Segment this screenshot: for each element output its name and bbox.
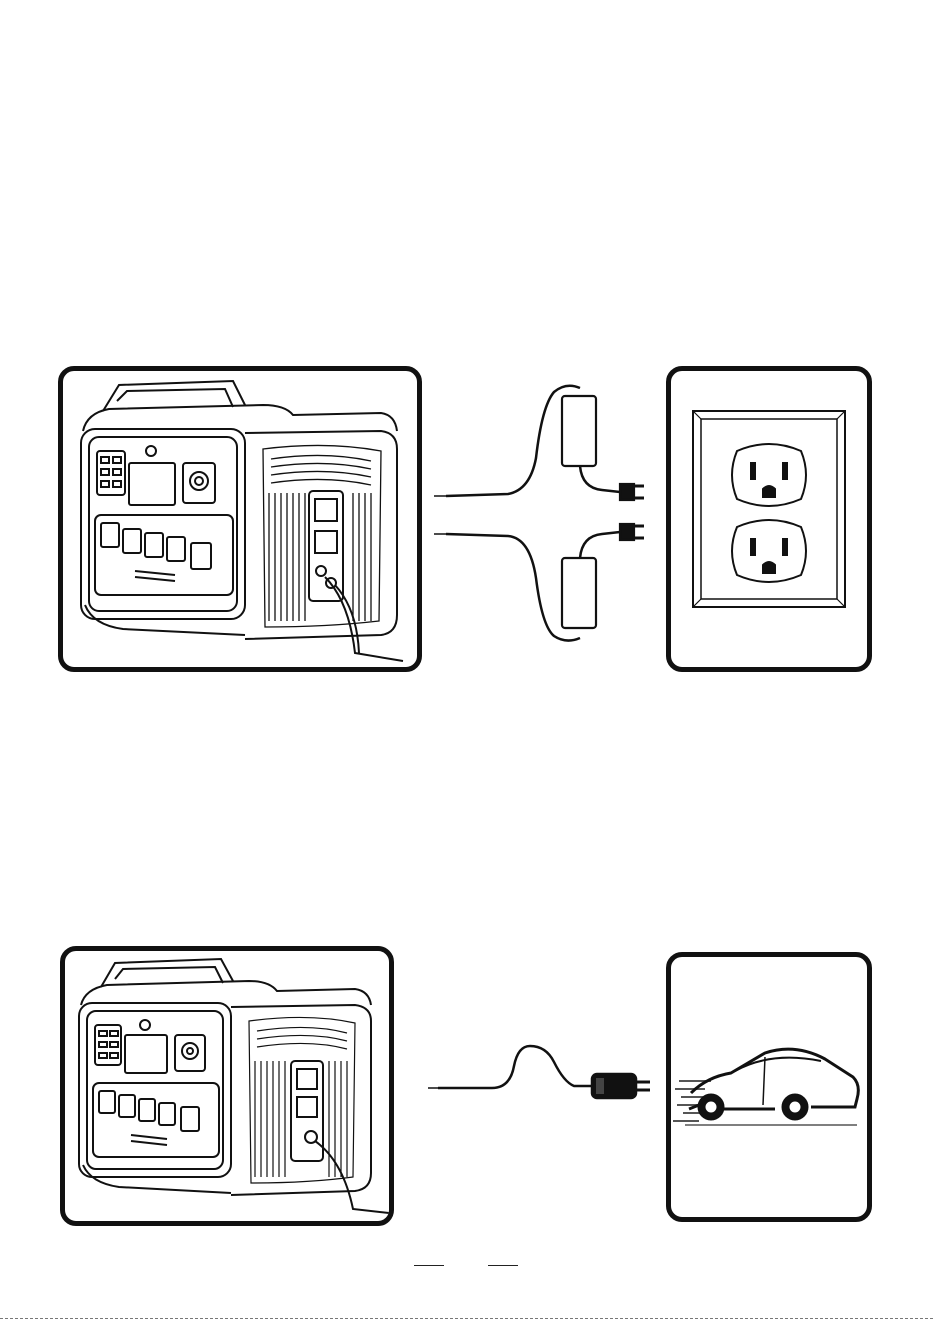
car-charger-icon: [424, 1024, 664, 1174]
ac-adapter-icon: [432, 378, 652, 648]
car-icon: [671, 957, 867, 1217]
wall-outlet-panel: [666, 366, 872, 672]
power-station-panel: [58, 366, 422, 672]
wall-outlet-icon: [671, 371, 867, 667]
power-station-panel-2: [60, 946, 394, 1226]
car-panel: [666, 952, 872, 1222]
power-station-icon: [63, 371, 417, 667]
footer-mark-left: [414, 1265, 444, 1266]
footer-mark-right: [488, 1265, 518, 1266]
power-station-icon-2: [65, 951, 389, 1221]
page-bottom-rule: [0, 1318, 933, 1319]
